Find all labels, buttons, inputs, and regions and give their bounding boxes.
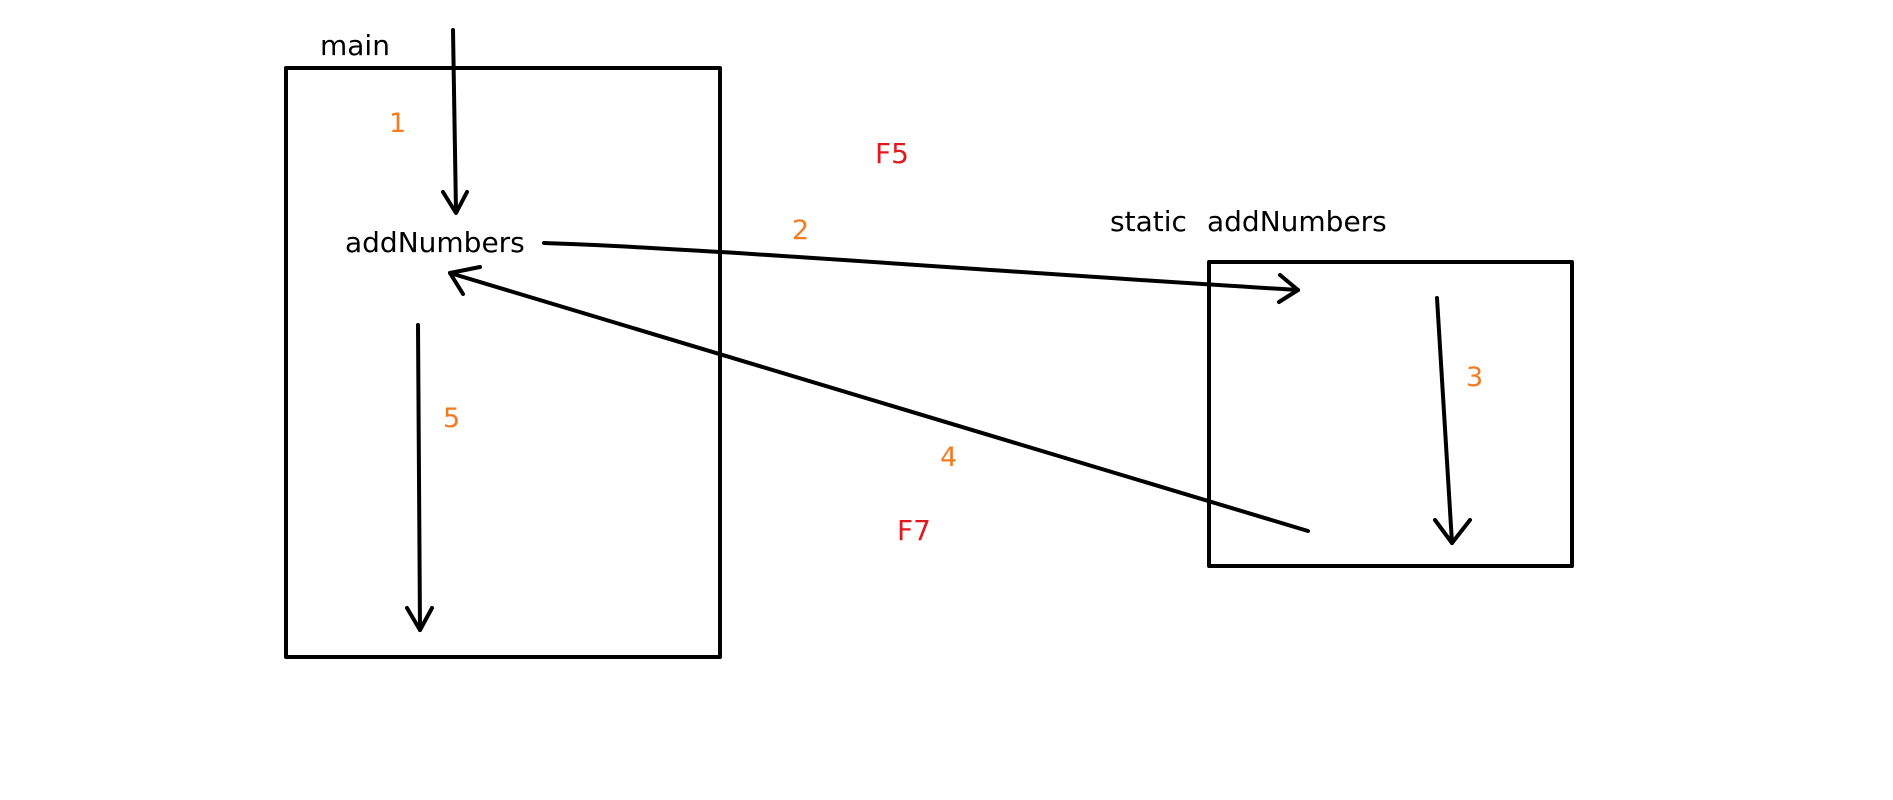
continue-arrow-head: [405, 606, 434, 632]
call-key-label: F5: [875, 137, 909, 170]
step-label-1: 1: [389, 108, 407, 139]
call-arrow-head: [1277, 273, 1300, 304]
execute-arrow-head: [1433, 518, 1472, 545]
continue-arrow: [416, 323, 422, 632]
main-call-label: addNumbers: [345, 226, 525, 259]
callee-frame-title: addNumbers: [1207, 205, 1387, 238]
return-arrow: [448, 271, 1310, 533]
callee-frame-box: [1207, 260, 1574, 568]
main-frame-box: [284, 66, 722, 659]
return-key-label: F7: [897, 514, 931, 547]
execute-arrow: [1435, 296, 1454, 545]
entry-arrow: [451, 28, 458, 214]
step-label-2: 2: [792, 215, 810, 246]
main-frame-title: main: [320, 29, 390, 62]
return-arrow-head: [448, 265, 482, 296]
entry-arrow-head: [441, 190, 469, 215]
step-label-5: 5: [443, 403, 461, 434]
step-label-3: 3: [1466, 362, 1484, 393]
call-arrow: [542, 241, 1300, 292]
step-label-4: 4: [940, 442, 958, 473]
callee-modifier-label: static: [1110, 205, 1187, 238]
